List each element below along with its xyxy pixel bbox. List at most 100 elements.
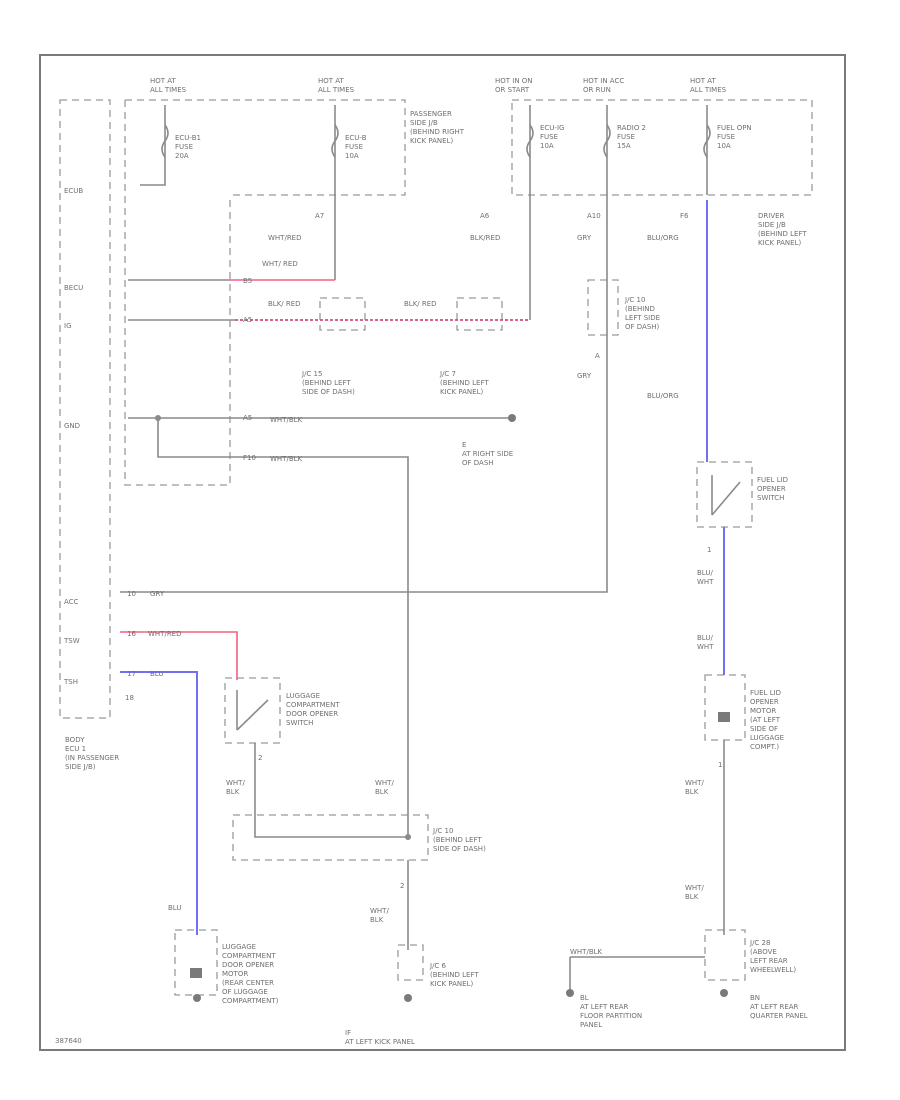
- fuel-lid-motor-label: OPENER: [750, 698, 779, 706]
- jc10a-outline: [587, 279, 619, 336]
- ground-icon: [193, 414, 728, 1002]
- body-ecu-label: BODY: [65, 736, 85, 744]
- jc7-outline: [456, 297, 503, 331]
- luggage-switch-label: COMPARTMENT: [286, 701, 340, 709]
- jc15-label: J/C 15: [301, 370, 322, 378]
- jc10a-label: OF DASH): [625, 323, 660, 331]
- fuse4-label: FUSE: [617, 133, 635, 141]
- fuse5-label: FUSE: [717, 133, 735, 141]
- ground-bl-label: FLOOR PARTITION: [580, 1012, 642, 1020]
- wire-color-label: WHT: [697, 578, 714, 586]
- connector-label: 2: [258, 754, 262, 762]
- connector-label: F6: [680, 212, 689, 220]
- wire-color-label: BLK/ RED: [404, 300, 437, 308]
- hot-label-5: ALL TIMES: [690, 86, 727, 94]
- wire-color-label: WHT/RED: [268, 234, 302, 242]
- hot-label-3: HOT IN ON: [495, 77, 533, 85]
- motor-icon: [190, 712, 730, 978]
- wire-acc: [120, 195, 608, 593]
- pin-label-becu: BECU: [64, 284, 83, 292]
- driver-jb-outline: [511, 99, 813, 196]
- passenger-jb-label: KICK PANEL): [410, 137, 453, 145]
- footer-code: 387640: [55, 1037, 82, 1045]
- jc28-label: J/C 28: [749, 939, 770, 947]
- wire-color-label: BLU/: [697, 569, 713, 577]
- wire-color-label: BLU: [150, 670, 163, 678]
- luggage-motor-label: MOTOR: [222, 970, 248, 978]
- fuse3-label: FUSE: [540, 133, 558, 141]
- ground-bn-label: BN: [750, 994, 760, 1002]
- hot-label-5: HOT AT: [690, 77, 717, 85]
- wire-color-label: WHT/: [375, 779, 394, 787]
- luggage-switch-label: SWITCH: [286, 719, 313, 727]
- fuse2-label: FUSE: [345, 143, 363, 151]
- fuse2-label: ECU-B: [345, 134, 367, 142]
- wire-tsh: [120, 671, 198, 935]
- passenger-jb-label: PASSENGER: [410, 110, 452, 118]
- fuse1-label: FUSE: [175, 143, 193, 151]
- pin-label-tsh: TSH: [63, 678, 78, 686]
- connector-label: 16: [127, 630, 136, 638]
- driver-jb-label: (BEHIND LEFT: [758, 230, 807, 238]
- driver-jb-label: DRIVER: [758, 212, 785, 220]
- hot-label-2: ALL TIMES: [318, 86, 355, 94]
- wire-color-label: WHT/: [370, 907, 389, 915]
- connector-label: A5: [243, 316, 252, 324]
- body-ecu-outline: [59, 99, 111, 719]
- pin-label-ig: IG: [64, 322, 72, 330]
- ground-bl-label: AT LEFT REAR: [580, 1003, 629, 1011]
- body-ecu-label: (IN PASSENGER: [65, 754, 119, 762]
- fuel-lid-motor-label: SIDE OF: [750, 725, 778, 733]
- wire-color-label: WHT/: [685, 779, 704, 787]
- wire-color-label: WHT/RED: [148, 630, 182, 638]
- fuel-lid-switch-label: OPENER: [757, 485, 786, 493]
- luggage-motor-label: LUGGAGE: [222, 943, 256, 951]
- jc6-label: KICK PANEL): [430, 980, 473, 988]
- jc10b-label: J/C 10: [432, 827, 453, 835]
- jc6-outline: [397, 944, 424, 981]
- ground-ie-label: IF: [345, 1029, 351, 1037]
- jc6-label: (BEHIND LEFT: [430, 971, 479, 979]
- fuse-icon: [161, 124, 711, 158]
- fuel-lid-motor-outline: [704, 674, 746, 741]
- luggage-motor-label: COMPARTMENT): [222, 997, 279, 1005]
- wire-color-label: GRY: [150, 590, 165, 598]
- jc6-label: J/C 6: [429, 962, 447, 970]
- connector-label: 2: [400, 882, 404, 890]
- wire-fuse1: [140, 105, 166, 186]
- passenger-jb-label: (BEHIND RIGHT: [410, 128, 465, 136]
- wire-color-label: WHT/BLK: [270, 455, 303, 463]
- jc7-label: KICK PANEL): [440, 388, 483, 396]
- wire-tsw: [120, 631, 238, 680]
- pin-label-ecub: ECUB: [64, 187, 83, 195]
- fuel-lid-switch-label: FUEL LID: [757, 476, 788, 484]
- wire-color-label: WHT: [697, 643, 714, 651]
- hot-label-2: HOT AT: [318, 77, 345, 85]
- passenger-jb-label: SIDE J/B: [410, 119, 438, 127]
- jc10a-label: LEFT SIDE: [625, 314, 660, 322]
- hot-label-4: OR RUN: [583, 86, 611, 94]
- wire-color-label: BLK: [226, 788, 240, 796]
- jc28-label: (ABOVE: [750, 948, 777, 956]
- luggage-motor-label: DOOR OPENER: [222, 961, 274, 969]
- jc7-label: (BEHIND LEFT: [440, 379, 489, 387]
- connector-label: 1: [718, 761, 722, 769]
- hot-label-4: HOT IN ACC: [583, 77, 624, 85]
- jc15-outline: [319, 297, 366, 331]
- fuse1-label: ECU-B1: [175, 134, 201, 142]
- luggage-motor-outline: [174, 929, 218, 996]
- connector-label: F10: [243, 454, 256, 462]
- wire-color-label: BLU/: [697, 634, 713, 642]
- ground-bn-label: AT LEFT REAR: [750, 1003, 799, 1011]
- wire-color-label: BLK: [375, 788, 389, 796]
- wire-color-label: WHT/BLK: [570, 948, 603, 956]
- wire-color-label: WHT/: [226, 779, 245, 787]
- fuel-lid-motor-label: (AT LEFT: [750, 716, 781, 724]
- jc10a-label: J/C 10: [624, 296, 645, 304]
- fuse3-label: ECU-IG: [540, 124, 564, 132]
- fuel-lid-switch-outline: [696, 461, 753, 528]
- jc10b-label: SIDE OF DASH): [433, 845, 486, 853]
- fuse5-label: 10A: [717, 142, 731, 150]
